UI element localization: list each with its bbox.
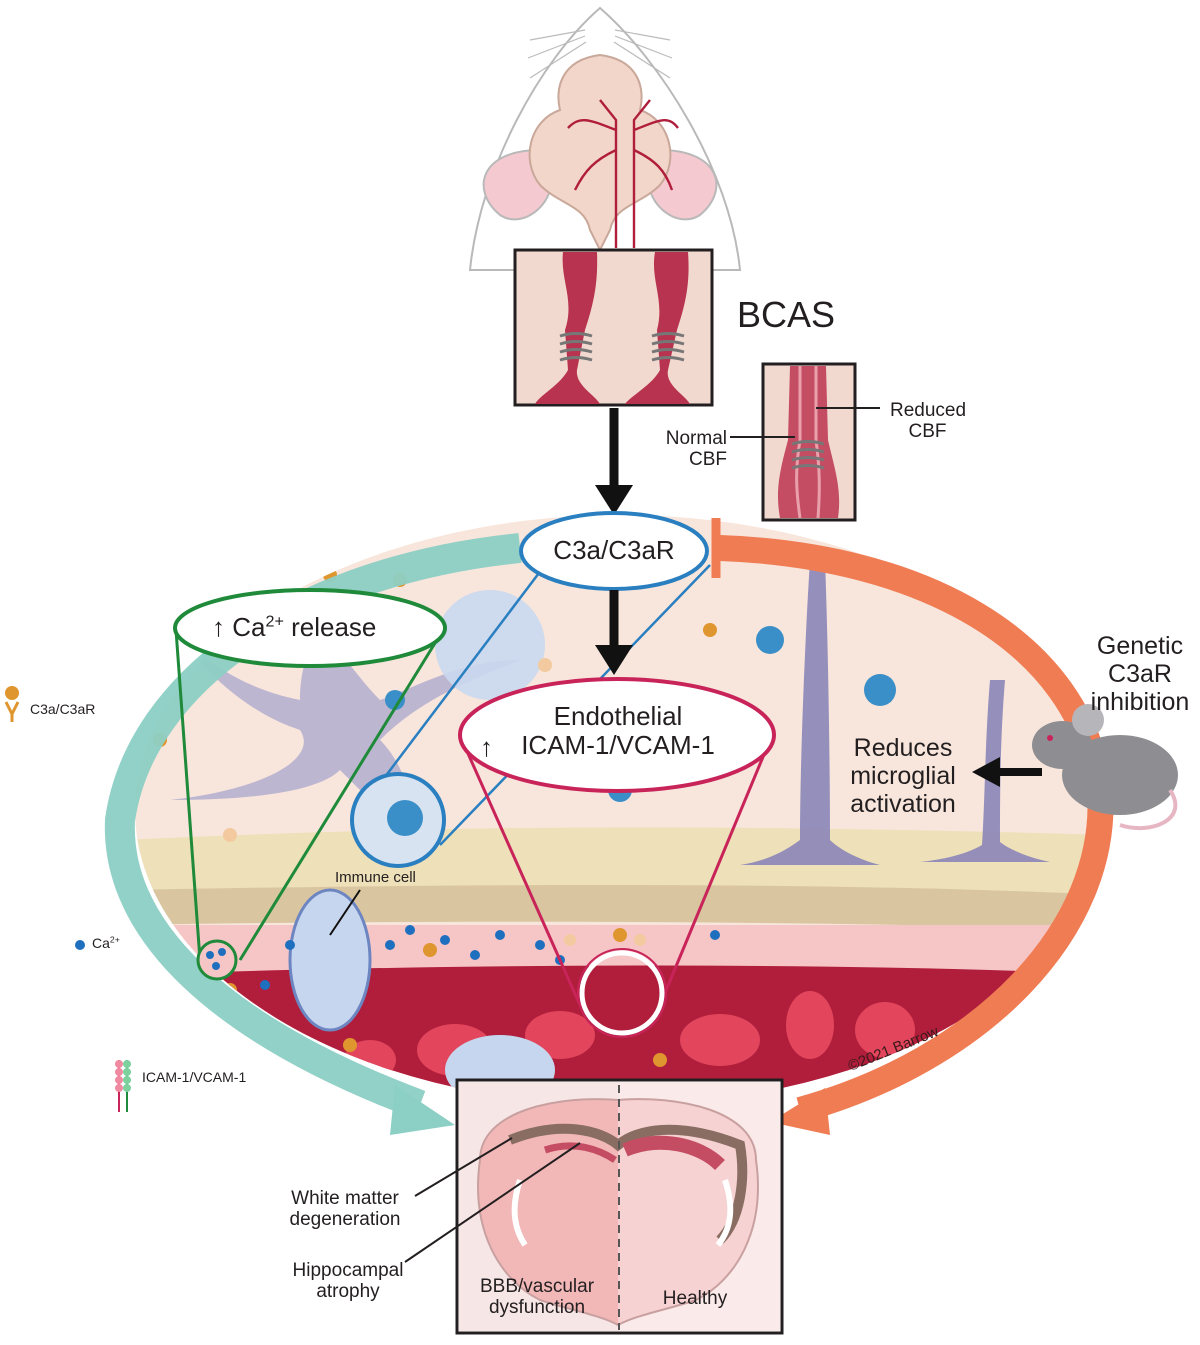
cbf-inset bbox=[730, 362, 880, 522]
c3a-c3ar-node bbox=[519, 511, 709, 591]
ca-release-label: ↑ Ca2+ release bbox=[212, 612, 377, 642]
bcas-carotid-inset bbox=[513, 248, 714, 407]
immune-cell-label: Immune cell bbox=[335, 869, 416, 886]
endothelial-icam-node bbox=[458, 677, 776, 793]
legend bbox=[4, 686, 131, 1112]
orange-arrowhead bbox=[770, 1088, 830, 1135]
legend-icam-label: ICAM-1/VCAM-1 bbox=[142, 1069, 247, 1085]
bcas-label: BCAS bbox=[737, 294, 836, 335]
ca-zoom-circle bbox=[196, 939, 238, 981]
mouse-illustration bbox=[1032, 704, 1178, 831]
icam-zoom-circle bbox=[579, 950, 665, 1036]
bcas-arrowhead bbox=[595, 485, 633, 515]
legend-ca-label: Ca2+ bbox=[92, 934, 120, 951]
c3a-to-endothelial-arrow bbox=[595, 645, 633, 675]
legend-c3a-label: C3a/C3aR bbox=[30, 701, 96, 717]
teal-arrowhead bbox=[390, 1085, 455, 1135]
coronal-brain-inset bbox=[404, 1078, 784, 1335]
endothelial-up-arrow: ↑ bbox=[480, 732, 493, 762]
rat-head-illustration bbox=[468, 6, 742, 271]
c3a-c3ar-label: C3a/C3aR bbox=[553, 535, 675, 565]
ca-release-node bbox=[173, 588, 447, 668]
healthy-label: Healthy bbox=[662, 1288, 728, 1309]
mouse-to-microglia-arrow bbox=[972, 757, 1000, 787]
